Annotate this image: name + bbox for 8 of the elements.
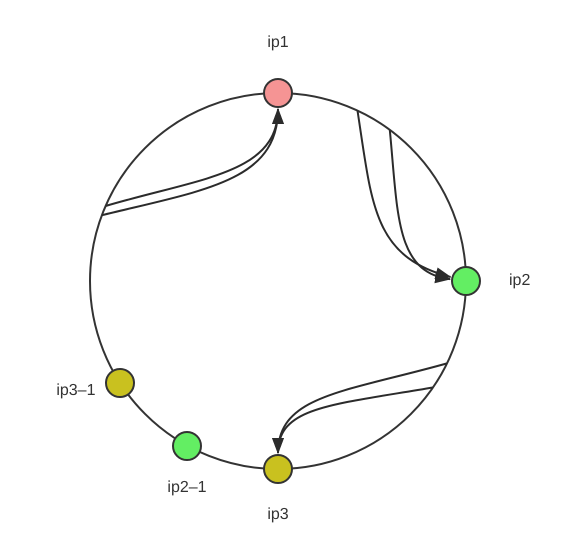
arrow [356,110,452,278]
arrow [388,130,452,282]
node-label: ip3 [267,506,289,524]
arrow [274,386,434,454]
node-label: ip3–1 [56,382,96,400]
node-label: ip2 [509,272,530,290]
node-label: ip1 [267,34,289,52]
node-label: ip2–1 [167,478,207,497]
